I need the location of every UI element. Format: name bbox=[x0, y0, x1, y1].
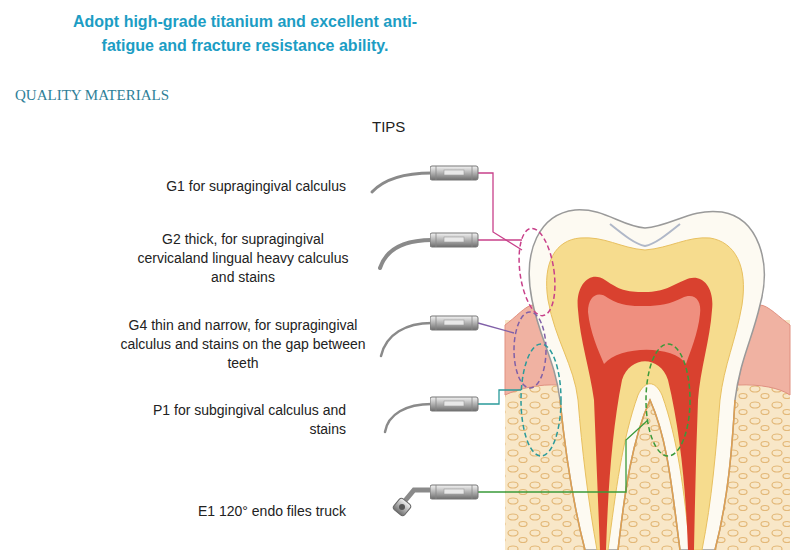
dentin bbox=[547, 238, 744, 550]
tip-label: E1 120° endo files truck bbox=[120, 502, 346, 521]
leader-lines bbox=[478, 173, 648, 492]
scaler-tip-g4 bbox=[381, 316, 478, 356]
pulp bbox=[578, 277, 713, 550]
pulp-inner bbox=[588, 294, 700, 364]
heading: Adopt high-grade titanium and excellent … bbox=[55, 10, 435, 58]
tooth-enamel bbox=[529, 210, 764, 550]
region-subgingival bbox=[521, 344, 561, 456]
tip-label: G4 thin and narrow, for supragingival ca… bbox=[118, 316, 368, 373]
scaler-tip-g2 bbox=[380, 233, 478, 268]
column-heading: TIPS bbox=[372, 118, 405, 136]
tip-label: G2 thick, for supragingival cervicaland … bbox=[132, 230, 354, 287]
section-heading: QUALITY MATERIALS bbox=[15, 86, 169, 104]
tip-label: G1 for supragingival calculus bbox=[120, 177, 346, 196]
tooth-groove bbox=[610, 224, 680, 246]
scaler-tip-g1 bbox=[372, 166, 478, 192]
scaler-tip-p1 bbox=[385, 397, 478, 432]
tip-label: P1 for subgingival calculus and stains bbox=[150, 401, 346, 439]
region-root-canal bbox=[646, 344, 690, 456]
region-interdental bbox=[514, 312, 546, 388]
endo-chuck-e1 bbox=[392, 485, 478, 517]
